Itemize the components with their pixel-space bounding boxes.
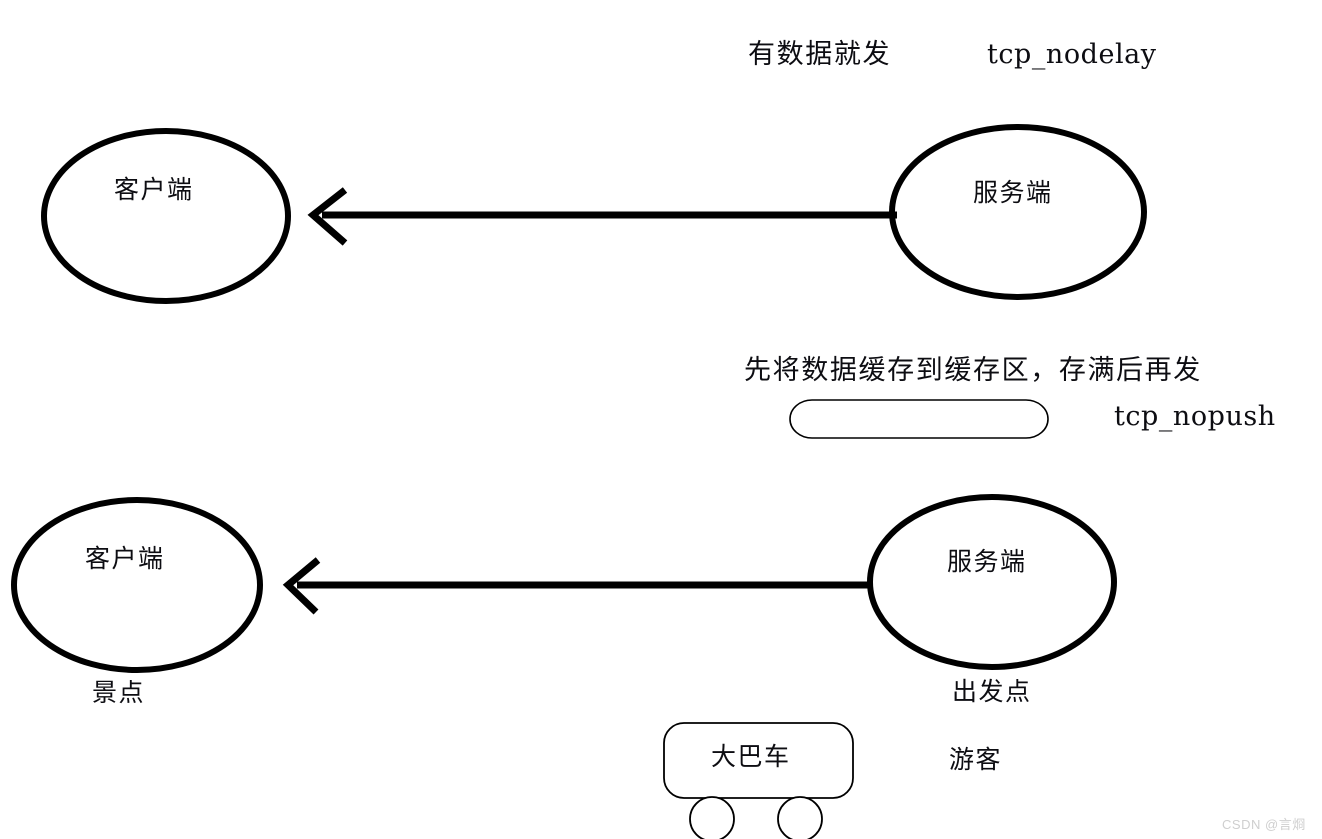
buffer-box [789, 399, 1049, 439]
option-label-tcp-nopush: tcp_nopush [1114, 401, 1276, 432]
server-ellipse-bottom [867, 494, 1117, 670]
client-label-top: 客户端 [114, 175, 194, 204]
server-label-top: 服务端 [973, 178, 1053, 207]
csdn-watermark: CSDN @言烱 [1222, 817, 1306, 832]
option-label-tcp-nodelay: tcp_nodelay [987, 39, 1157, 70]
note-tcp-nodelay-behavior: 有数据就发 [748, 39, 892, 70]
caption-tourists: 游客 [949, 745, 1003, 774]
bus-body [663, 722, 854, 799]
client-ellipse-top [41, 128, 291, 304]
client-label-bottom: 客户端 [85, 544, 165, 573]
bus-wheel-right [777, 796, 823, 839]
server-label-bottom: 服务端 [947, 547, 1027, 576]
bus-wheel-left [689, 796, 735, 839]
caption-departure-point: 出发点 [952, 677, 1032, 706]
client-ellipse-bottom [11, 497, 263, 673]
bus-label: 大巴车 [711, 742, 791, 771]
caption-scenic-spot: 景点 [92, 678, 146, 707]
arrow-head-top [307, 187, 348, 246]
server-ellipse-top [889, 124, 1147, 300]
note-tcp-nopush-behavior: 先将数据缓存到缓存区，存满后再发 [744, 355, 1202, 386]
arrow-head-bottom [282, 557, 321, 615]
